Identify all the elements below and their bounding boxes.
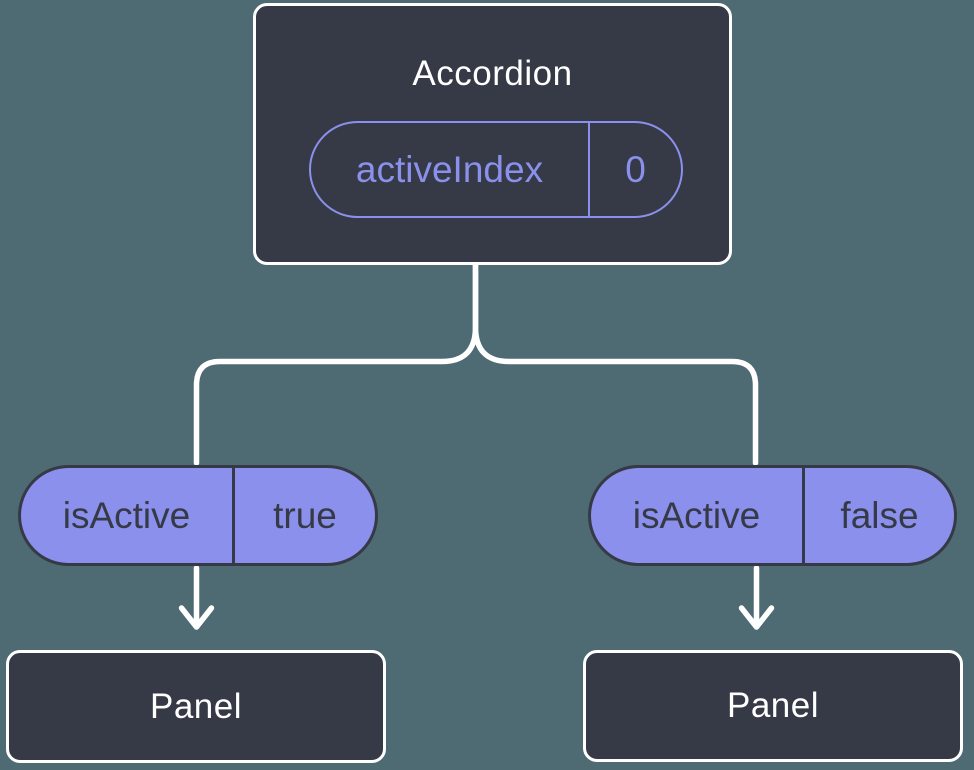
- isactive-prop-pill-right: isActive false: [588, 465, 957, 566]
- prop-name-label: isActive: [62, 494, 191, 536]
- prop-value-label: false: [802, 468, 954, 563]
- panel-component-node-left: Panel: [6, 650, 386, 763]
- prop-name-label: isActive: [632, 494, 761, 536]
- activeindex-state-pill: activeIndex 0: [309, 121, 683, 218]
- component-title: Panel: [149, 686, 243, 726]
- component-title: Panel: [726, 686, 820, 725]
- branch-left-line: [193, 261, 479, 466]
- arrow-down-icon: [178, 605, 215, 630]
- accordion-component-node: Accordion activeIndex 0: [253, 3, 732, 265]
- state-value-label: 0: [588, 123, 681, 216]
- state-name-label: activeIndex: [355, 148, 544, 190]
- prop-value-label: true: [232, 468, 375, 563]
- component-title: Accordion: [412, 54, 573, 93]
- isactive-prop-pill-left: isActive true: [18, 465, 378, 566]
- panel-component-node-right: Panel: [583, 650, 963, 762]
- branch-right-line: [472, 261, 759, 466]
- arrow-down-icon: [738, 605, 775, 630]
